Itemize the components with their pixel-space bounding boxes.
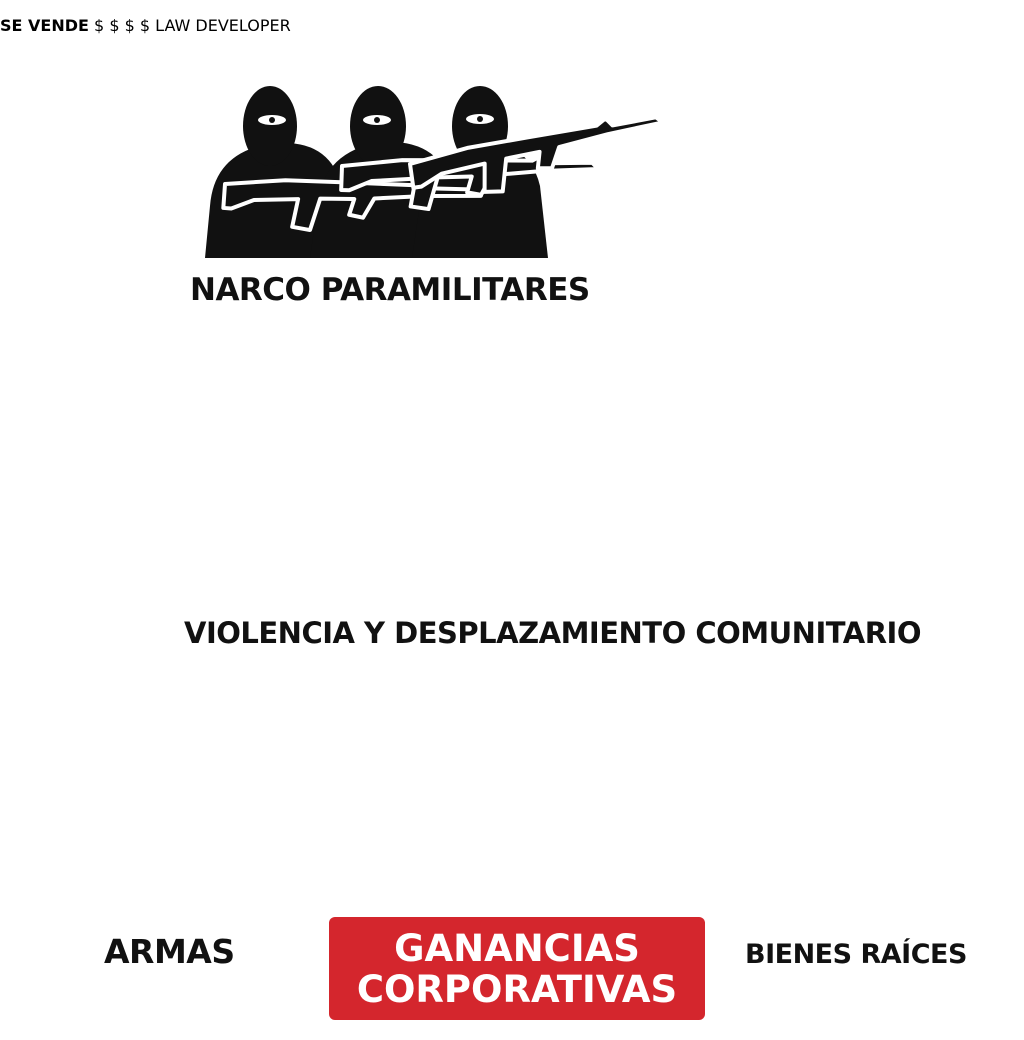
label-bienes-raices: BIENES RAÍCES [745,939,967,970]
sale-sign-label: SE VENDE [0,16,89,35]
vest-label-law: LAW [155,16,191,35]
dollar-sign-icon: $ $ $ $ [94,16,151,35]
label-narco-paramilitares: NARCO PARAMILITARES [190,272,590,308]
house-for-sale-icon: SE VENDE [0,16,94,35]
corporate-profits-box: GANANCIAS CORPORATIVAS [329,917,705,1020]
masked-gunmen-icon [205,86,672,258]
label-armas: ARMAS [104,932,235,971]
label-violencia-desplazamiento: VIOLENCIA Y DESPLAZAMIENTO COMUNITARIO [184,616,921,650]
profit-box-line2: CORPORATIVAS [356,967,678,1011]
handshake-businessmen-icon: LAW DEVELOPER [155,16,291,35]
profit-box-line1: GANANCIAS [394,926,640,970]
diagram-canvas [205,86,672,258]
vest-label-developer: DEVELOPER [195,16,291,35]
